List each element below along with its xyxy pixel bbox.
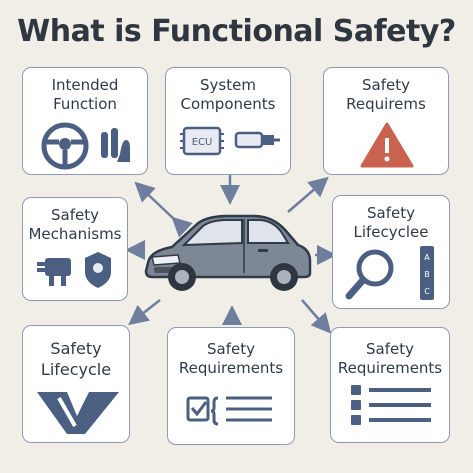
- card-label: Safety Requirements: [178, 340, 284, 377]
- abc-list-icon: A B C: [420, 246, 434, 300]
- page-title: What is Functional Safety?: [17, 14, 456, 49]
- abc-letter-c: C: [424, 287, 430, 296]
- arrow-safety-requirements-right: [301, 299, 332, 334]
- car-illustration: [144, 214, 312, 291]
- card-label: System Components: [180, 76, 276, 113]
- card-safety-mechanisms[interactable]: Safety Mechanisms: [22, 197, 128, 301]
- shield-icon: [85, 252, 111, 288]
- steering-wheel-icon: [41, 122, 130, 170]
- card-label: Safety Mechanisms: [28, 206, 122, 243]
- ecu-chip-icon: ECU: [180, 126, 224, 156]
- abc-letter-b: B: [424, 270, 430, 279]
- list-icon: [351, 385, 431, 425]
- seat-icon: [101, 128, 130, 162]
- card-safety-lifecycle[interactable]: Safety Lifecycle: [22, 325, 130, 443]
- lifecycle-icons: A B C: [345, 246, 434, 300]
- warning-icon: [360, 122, 414, 168]
- arrow-safety-requirems: [287, 176, 329, 213]
- card-label: Safety Requirems: [346, 76, 426, 113]
- card-safety-requirements-center[interactable]: Safety Requirements: [167, 327, 295, 445]
- card-label: Safety Requirements: [337, 340, 443, 377]
- magnifier-icon: [345, 249, 394, 300]
- card-label: Safety Lifecyclee: [353, 204, 429, 241]
- card-intended-function[interactable]: Intended Function: [22, 67, 148, 175]
- card-label: Intended Function: [51, 76, 119, 113]
- mechanisms-icon: [37, 252, 111, 288]
- ecu-chip-text: ECU: [192, 137, 213, 148]
- v-model-icon: [37, 392, 119, 434]
- relay-icon: [37, 258, 71, 286]
- components-icon: ECU: [180, 126, 280, 156]
- sensor-icon: [234, 131, 280, 149]
- card-label: Safety Lifecycle: [40, 339, 112, 379]
- card-safety-requirements-right[interactable]: Safety Requirements: [330, 327, 450, 443]
- abc-letter-a: A: [424, 253, 430, 262]
- car-icon: [144, 214, 312, 291]
- card-system-components[interactable]: System Components ECU: [165, 67, 291, 175]
- card-safety-requirems[interactable]: Safety Requirems: [323, 67, 449, 175]
- arrow-intended-function: [134, 181, 193, 238]
- card-safety-lifecyclee[interactable]: Safety Lifecyclee A B C: [332, 195, 450, 309]
- checklist-icon: [186, 396, 272, 426]
- arrow-safety-lifecycle: [128, 299, 161, 326]
